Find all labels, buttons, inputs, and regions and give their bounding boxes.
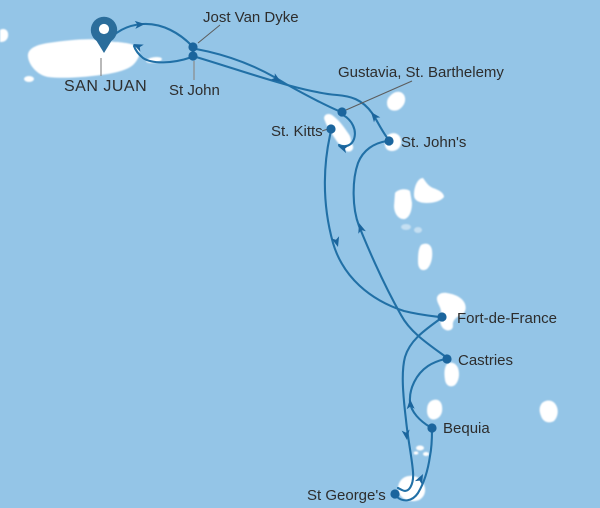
route-arrow-7 [401, 429, 410, 440]
island-guadeloupe-east [414, 178, 444, 203]
island-small-southwest [24, 76, 34, 82]
port-label-st-georges: St George's [307, 487, 386, 504]
route-leg-stgeorges-bequia [395, 428, 434, 502]
island-dominica [418, 243, 433, 271]
island-puerto-rico [27, 39, 140, 78]
port-label-fort-de-france: Fort-de-France [457, 310, 557, 327]
port-label-bequia: Bequia [443, 420, 490, 437]
port-label-castries: Castries [458, 352, 513, 369]
route-arrow-3 [338, 145, 349, 154]
island-st-lucia [444, 362, 459, 387]
port-label-jost-van-dyke: Jost Van Dyke [203, 9, 299, 26]
route-arrows [133, 20, 423, 485]
leader-jost-van-dyke [197, 24, 221, 44]
route-arrow-2 [270, 73, 281, 82]
island-st-barthelemy [387, 91, 406, 111]
island-barbados [539, 400, 558, 423]
port-marker-st-johns [384, 136, 394, 146]
port-labels: SAN JUAN Jost Van Dyke St John Gustavia,… [64, 9, 557, 504]
port-markers [188, 42, 452, 499]
island-grenada [398, 475, 426, 502]
route-arrow-6 [371, 112, 381, 123]
location-pin-icon [90, 16, 118, 53]
port-marker-castries [442, 354, 452, 364]
port-marker-bequia [427, 423, 437, 433]
islet-grenadines-3 [413, 451, 419, 455]
port-label-st-john: St John [169, 82, 220, 99]
port-label-st-kitts: St. Kitts [271, 123, 323, 140]
route-arrow-5 [358, 223, 366, 234]
route-leg-stkitts-fortdefrance [323, 129, 442, 319]
route-arrow-8 [414, 474, 423, 485]
port-marker-st-john [188, 51, 198, 61]
port-marker-gustavia [337, 107, 347, 117]
port-marker-st-kitts [326, 124, 336, 134]
island-st-vincent [427, 399, 443, 420]
port-marker-fort-de-france [437, 312, 447, 322]
leader-gustavia [345, 80, 413, 111]
route-leg-stjohn-sanjuan [132, 44, 194, 64]
islet-grenadines-1 [416, 445, 424, 451]
port-marker-jost-van-dyke [188, 42, 198, 52]
route-arrow-9 [406, 399, 415, 410]
port-marker-st-georges [390, 489, 400, 499]
port-label-san-juan: SAN JUAN [64, 78, 147, 95]
island-st-kitts [324, 113, 351, 148]
islet-marie-galante [414, 227, 422, 233]
port-label-gustavia: Gustavia, St. Barthelemy [338, 64, 504, 81]
label-leaders [100, 24, 413, 132]
island-west-edge [0, 29, 9, 42]
route-leg-stjohns-stjohn [194, 55, 390, 141]
island-guadeloupe-west [394, 189, 412, 220]
route-leg-bequia-castries [408, 357, 447, 429]
islet-les-saintes [401, 224, 411, 230]
route-arrow-10 [133, 44, 144, 52]
port-label-st-johns: St. John's [401, 134, 466, 151]
route-arrow-4 [331, 236, 340, 247]
route-arrow-1 [134, 20, 145, 29]
islet-grenadines-2 [423, 452, 429, 456]
route-leg-fortdefrance-stgeorges [396, 317, 442, 492]
